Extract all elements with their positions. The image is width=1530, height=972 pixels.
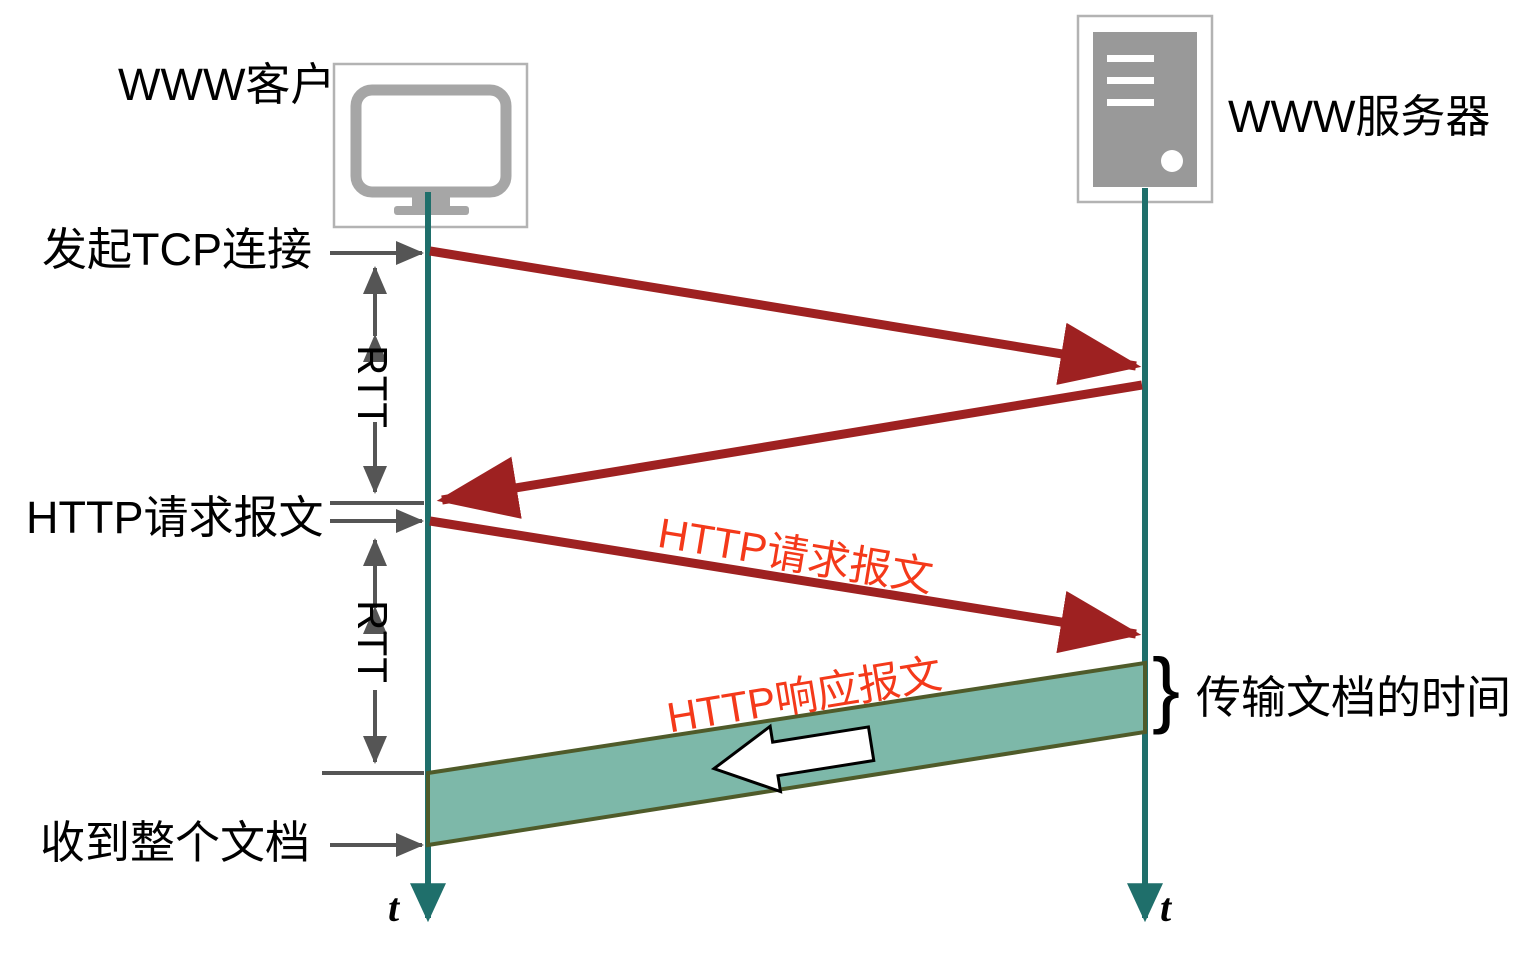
- server-tower-icon: [1093, 32, 1197, 187]
- event-label-document-received: 收到整个文档: [40, 817, 311, 868]
- rtt-label-first: RTT: [349, 345, 396, 429]
- transfer-time-brace: }: [1152, 641, 1181, 735]
- tcp-synack-arrow: [436, 380, 1143, 519]
- event-label-http-request: HTTP请求报文: [26, 492, 324, 543]
- tcp-syn-arrow: [429, 246, 1142, 385]
- client-label: WWW客户: [118, 59, 336, 110]
- server-label: WWW服务器: [1228, 91, 1491, 142]
- desktop-monitor-icon: [350, 84, 512, 215]
- server-node-group: [1076, 14, 1214, 204]
- rtt-label-second: RTT: [349, 600, 396, 684]
- transfer-direction-arrow: [710, 723, 876, 794]
- event-label-tcp-open: 发起TCP连接: [42, 224, 313, 275]
- client-time-axis-tick: t: [388, 885, 400, 930]
- transfer-time-label: 传输文档的时间: [1196, 672, 1512, 723]
- http-request-arrow: [429, 516, 1142, 654]
- server-time-axis-tick: t: [1160, 885, 1172, 930]
